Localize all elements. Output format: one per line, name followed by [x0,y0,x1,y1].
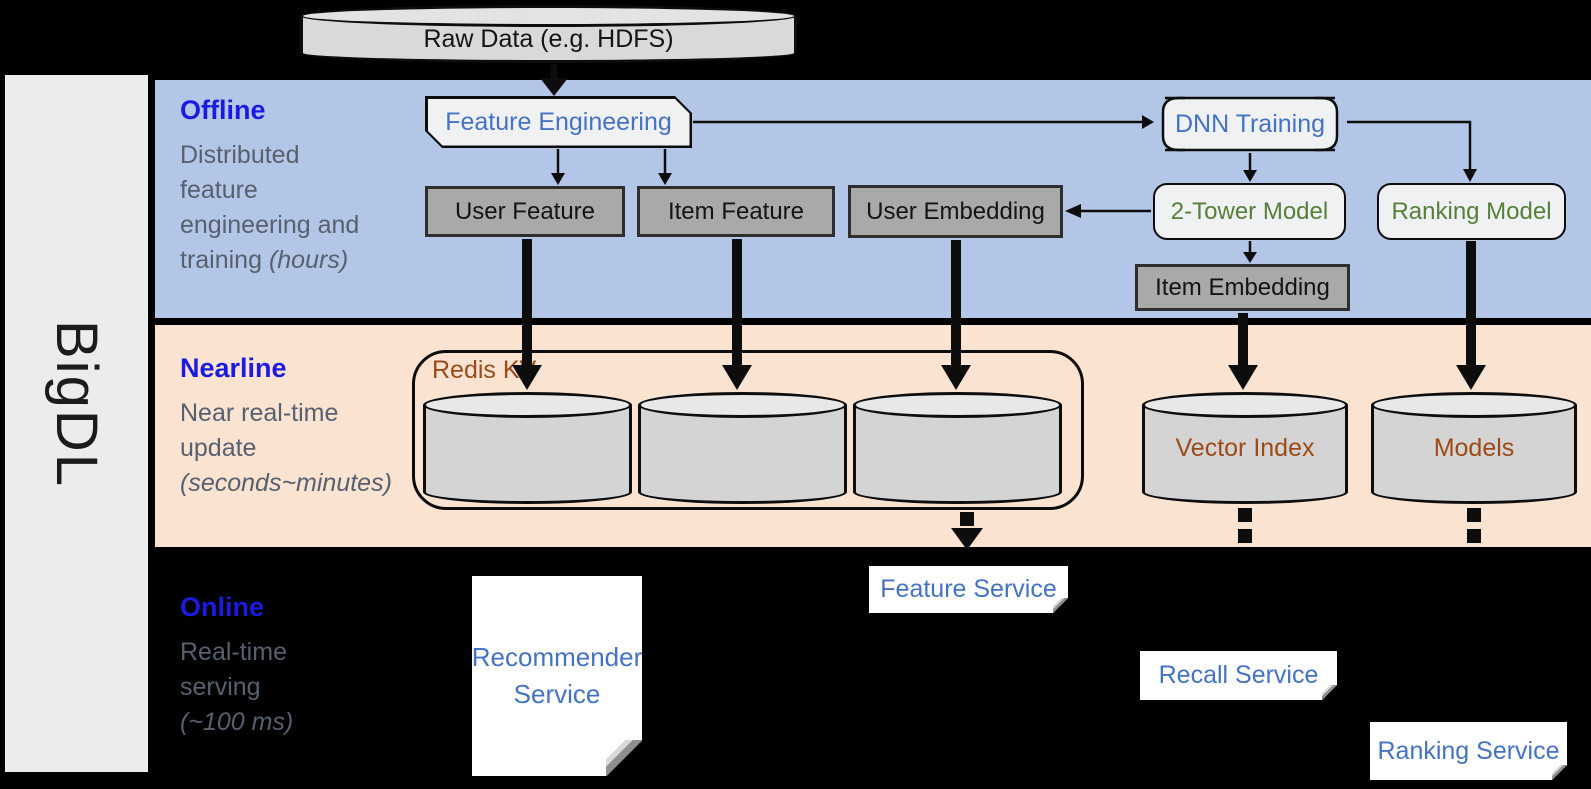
page-fold [606,740,642,776]
redis-shard-cylinder [638,392,847,504]
recall-service-node: Recall Service [1140,651,1337,700]
recommender-service-node: Recommender Service [472,576,642,776]
feature-engineering-node: Feature Engineering [425,96,692,148]
ranking-model-node: Ranking Model [1377,183,1566,240]
raw-data-label: Raw Data (e.g. HDFS) [423,25,674,53]
vector-index-store: Vector Index [1142,392,1348,504]
cylinder-top [300,5,797,27]
page-fold [1552,765,1567,780]
redis-kv-label: Redis KV [432,356,537,384]
dnn-training-node: DNN Training [1155,95,1345,153]
models-label: Models [1433,434,1515,462]
page-fold [1322,685,1337,700]
online-title: Online [180,592,265,622]
bigdl-logo-text: BigDL [44,319,109,488]
nearline-description: Near real-time update (seconds~minutes) [180,399,392,497]
models-store: Models [1371,392,1577,504]
double-bracket-shape [1161,96,1339,152]
item-embedding-node: Item Embedding [1135,264,1350,311]
bigdl-sidebar: BigDL [5,75,148,772]
online-description: Real-time serving (~100 ms) [180,638,294,736]
redis-kv-container [412,350,1084,510]
dnn-training-label: DNN Training [1174,109,1326,138]
offline-caption: Offline Distributed feature engineering … [180,95,430,278]
item-feature-node: Item Feature [637,186,835,237]
user-feature-node: User Feature [425,186,625,237]
raw-data-store: Raw Data (e.g. HDFS) [300,5,797,63]
online-caption: Online Real-time serving (~100 ms) [180,592,430,740]
feature-service-node: Feature Service [869,566,1068,613]
ranking-service-node: Ranking Service [1370,722,1567,780]
redis-shard-cylinder [853,392,1062,504]
nearline-caption: Nearline Near real-time update (seconds~… [180,353,430,501]
page-fold [1053,598,1068,613]
user-embedding-node: User Embedding [848,185,1063,238]
two-tower-model-node: 2-Tower Model [1153,183,1346,240]
feature-engineering-label: Feature Engineering [428,99,690,146]
offline-title: Offline [180,95,266,125]
redis-shard-cylinder [423,392,632,504]
vector-index-label: Vector Index [1175,434,1315,462]
offline-description: Distributed feature engineering and trai… [180,141,360,274]
nearline-title: Nearline [180,353,287,383]
